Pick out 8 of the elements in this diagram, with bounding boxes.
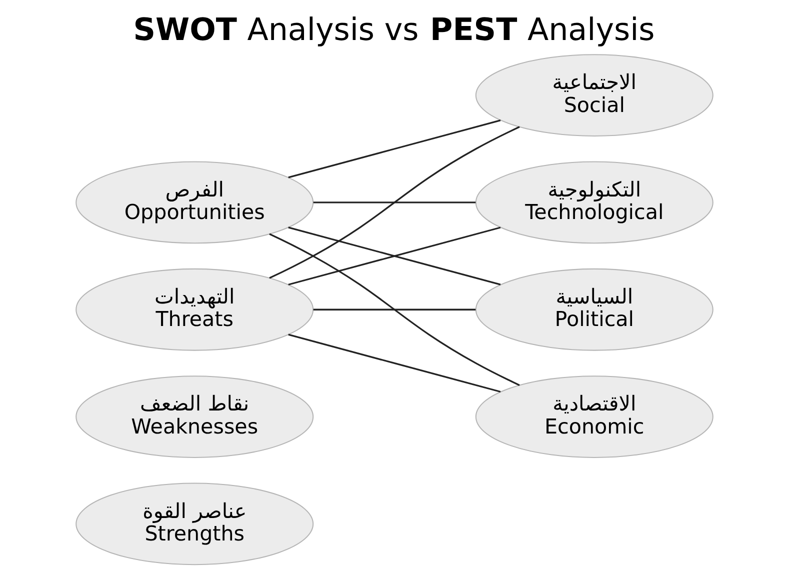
connector	[269, 126, 520, 279]
connector	[269, 233, 520, 386]
connector	[288, 226, 501, 286]
connector	[288, 334, 501, 393]
connector	[313, 202, 476, 204]
connector	[313, 308, 476, 310]
diagram-title: SWOT Analysis vs PEST Analysis	[133, 12, 655, 48]
connector	[288, 120, 501, 178]
